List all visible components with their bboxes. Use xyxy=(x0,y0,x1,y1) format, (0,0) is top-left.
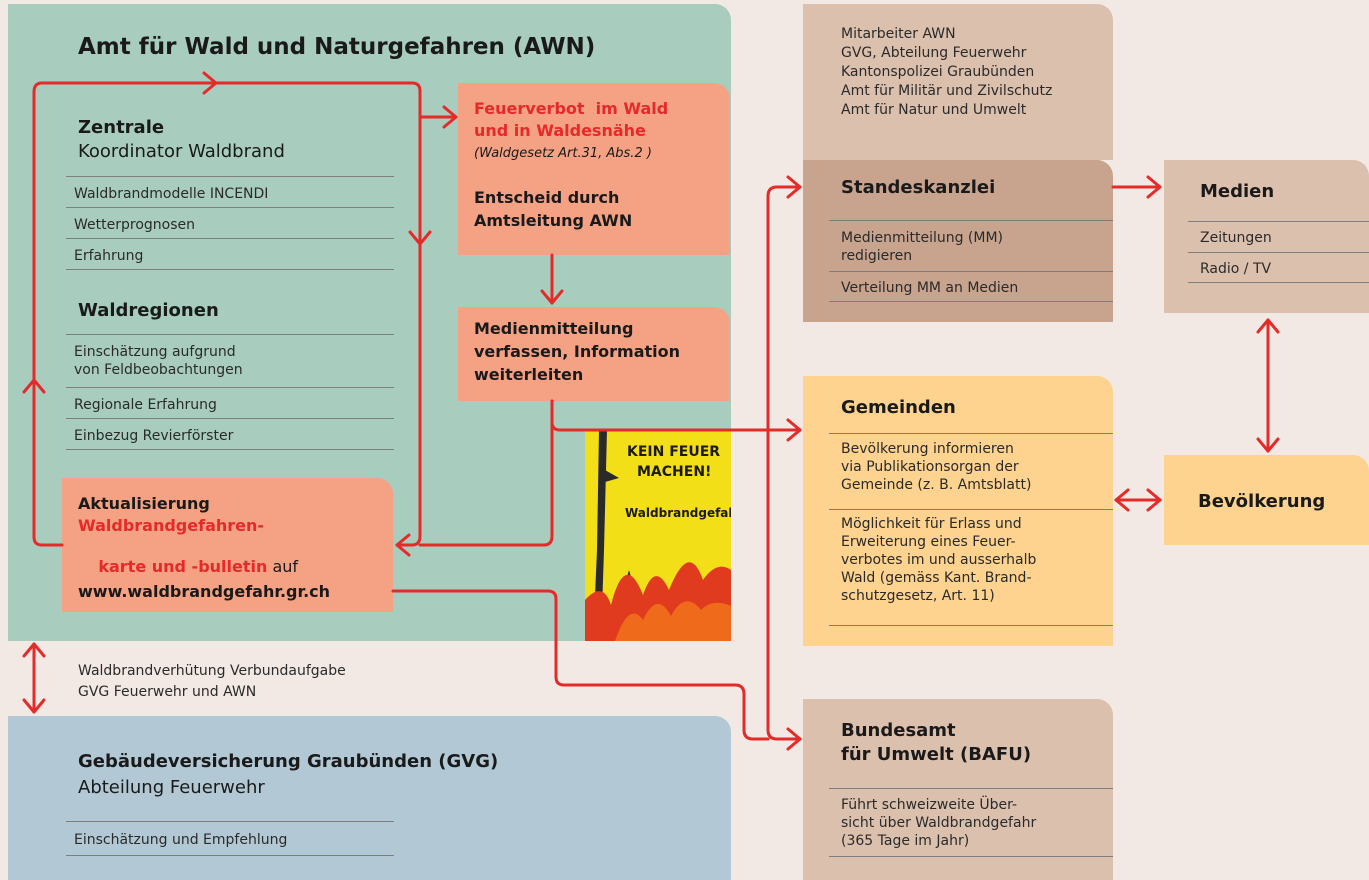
bevoelkerung-title: Bevölkerung xyxy=(1198,491,1326,512)
poster-image: KEIN FEUER MACHEN! Waldbrandgefahr xyxy=(585,430,731,641)
medienmitteilung-line2: verfassen, Information xyxy=(474,342,681,361)
arrowhead-bevoelkerung-down xyxy=(1256,437,1280,453)
arrowhead-bevoelkerung-right xyxy=(1146,488,1162,512)
standeskanzlei-item-verteilung: Verteilung MM an Medien xyxy=(841,280,1019,296)
feuerverbot-decision-line2: Amtsleitung AWN xyxy=(474,211,633,230)
aktualisierung-line3-bold: karte und -bulletin xyxy=(98,557,268,576)
feuerverbot-law: (Waldgesetz Art.31, Abs.2 ) xyxy=(474,146,652,161)
divider xyxy=(1188,221,1369,222)
divider xyxy=(829,220,1113,221)
medien-item-zeitungen: Zeitungen xyxy=(1200,230,1272,246)
medien-box: Medien Zeitungen Radio / TV xyxy=(1164,160,1369,313)
standeskanzlei-box: Standeskanzlei Medienmitteilung (MM) red… xyxy=(803,160,1113,322)
staff-box: Mitarbeiter AWN GVG, Abteilung Feuerwehr… xyxy=(803,4,1113,160)
aktualisierung-box: Aktualisierung Waldbrandgefahren- karte … xyxy=(62,478,393,612)
divider xyxy=(66,176,394,177)
aktualisierung-url: www.waldbrandgefahr.gr.ch xyxy=(78,582,331,601)
zentrale-title: Zentrale xyxy=(78,117,165,138)
arrow-trunk-down xyxy=(766,428,802,741)
gvg-subtitle: Abteilung Feuerwehr xyxy=(78,777,265,798)
feuerverbot-title-line1: Feuerverbot im Wald xyxy=(474,99,669,118)
divider xyxy=(829,856,1113,857)
feuerverbot-decision-line1: Entscheid durch xyxy=(474,188,620,207)
divider xyxy=(66,387,394,388)
divider xyxy=(66,334,394,335)
arrowhead-gvg-down xyxy=(22,698,46,714)
waldregionen-item-revier: Einbezug Revierförster xyxy=(74,428,234,444)
arrowhead-standeskanzlei xyxy=(786,175,802,199)
arrowhead-medien xyxy=(1146,175,1162,199)
zentrale-item-erfahrung: Erfahrung xyxy=(74,248,144,264)
zentrale-item-wetter: Wetterprognosen xyxy=(74,217,195,233)
gemeinden-item-informieren: Bevölkerung informieren via Publikations… xyxy=(841,441,1032,493)
gemeinden-box: Gemeinden Bevölkerung informieren via Pu… xyxy=(803,376,1113,646)
divider xyxy=(829,509,1113,510)
divider xyxy=(66,821,394,822)
bevoelkerung-box: Bevölkerung xyxy=(1164,455,1369,545)
gemeinden-item-feuerverbot: Möglichkeit für Erlass und Erweiterung e… xyxy=(841,516,1037,604)
arrowhead-gemeinden-left xyxy=(1114,488,1130,512)
divider xyxy=(829,788,1113,789)
gvg-title: Gebäudeversicherung Graubünden (GVG) xyxy=(78,751,499,772)
waldregionen-item-regional: Regionale Erfahrung xyxy=(74,397,217,413)
zentrale-item-incendi: Waldbrandmodelle INCENDI xyxy=(74,186,269,202)
staff-line-polizei: Kantonspolizei Graubünden xyxy=(841,64,1035,80)
feuerverbot-box: Feuerverbot im Wald und in Waldesnähe (W… xyxy=(458,83,730,255)
medienmitteilung-box: Medienmitteilung verfassen, Information … xyxy=(458,307,730,401)
arrowhead-bafu xyxy=(786,727,802,751)
divider xyxy=(829,301,1113,302)
waldregionen-item-einschaetzung: Einschätzung aufgrund von Feldbeobachtun… xyxy=(74,344,243,378)
waldregionen-title: Waldregionen xyxy=(78,300,219,321)
bafu-box: Bundesamt für Umwelt (BAFU) Führt schwei… xyxy=(803,699,1113,880)
staff-line-natur: Amt für Natur und Umwelt xyxy=(841,102,1027,118)
poster-line2: MACHEN! xyxy=(637,464,712,480)
gvg-item: Einschätzung und Empfehlung xyxy=(74,832,288,848)
poster-line1: KEIN FEUER xyxy=(627,444,721,460)
awn-title: Amt für Wald und Naturgefahren (AWN) xyxy=(78,34,596,60)
arrowhead-awn-up xyxy=(22,642,46,658)
medien-item-radio: Radio / TV xyxy=(1200,261,1272,277)
arrowhead-gemeinden xyxy=(786,418,802,442)
bafu-title-line1: Bundesamt xyxy=(841,720,956,741)
verbund-line2: GVG Feuerwehr und AWN xyxy=(78,684,257,700)
bafu-item: Führt schweizweite Über- sicht über Wald… xyxy=(841,797,1037,849)
verbund-line1: Waldbrandverhütung Verbundaufgabe xyxy=(78,663,346,679)
zentrale-subtitle: Koordinator Waldbrand xyxy=(78,141,285,162)
medienmitteilung-line3: weiterleiten xyxy=(474,365,584,384)
medienmitteilung-line1: Medienmitteilung xyxy=(474,319,634,338)
staff-line-militaer: Amt für Militär und Zivilschutz xyxy=(841,83,1053,99)
standeskanzlei-title: Standeskanzlei xyxy=(841,177,996,198)
arrowhead-medien-up xyxy=(1256,318,1280,334)
divider xyxy=(66,855,394,856)
bafu-title-line2: für Umwelt (BAFU) xyxy=(841,744,1032,765)
staff-line-awn: Mitarbeiter AWN xyxy=(841,26,956,42)
divider xyxy=(66,207,394,208)
gemeinden-title: Gemeinden xyxy=(841,397,956,418)
poster-line3: Waldbrandgefahr xyxy=(625,506,731,520)
divider xyxy=(66,269,394,270)
divider xyxy=(66,449,394,450)
staff-line-gvg: GVG, Abteilung Feuerwehr xyxy=(841,45,1027,61)
divider xyxy=(829,625,1113,626)
medien-title: Medien xyxy=(1200,181,1275,202)
aktualisierung-line3-suffix: auf xyxy=(267,557,299,576)
divider xyxy=(829,271,1113,272)
arrow-trunk xyxy=(766,185,802,432)
divider xyxy=(1188,282,1369,283)
divider xyxy=(1188,252,1369,253)
divider xyxy=(66,418,394,419)
aktualisierung-line1: Aktualisierung xyxy=(78,494,210,513)
divider xyxy=(829,433,1113,434)
gvg-box: Gebäudeversicherung Graubünden (GVG) Abt… xyxy=(8,716,731,880)
aktualisierung-line3: karte und -bulletin auf xyxy=(78,538,298,595)
aktualisierung-line2: Waldbrandgefahren- xyxy=(78,516,265,535)
standeskanzlei-item-redigieren: Medienmitteilung (MM) redigieren xyxy=(841,230,1004,264)
divider xyxy=(66,238,394,239)
feuerverbot-title-line2: und in Waldesnähe xyxy=(474,121,646,140)
poster-artwork xyxy=(585,430,731,641)
